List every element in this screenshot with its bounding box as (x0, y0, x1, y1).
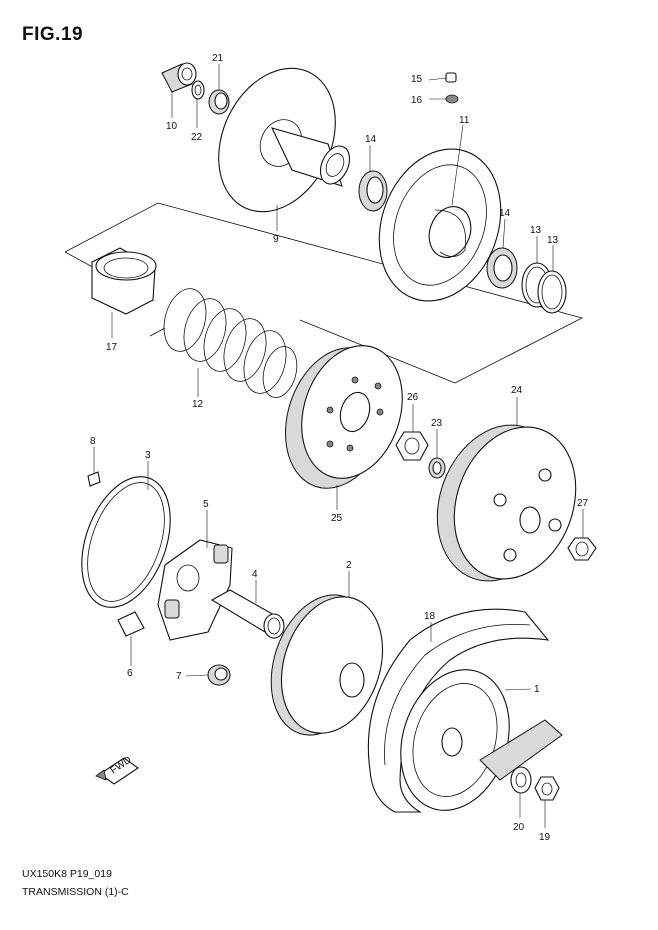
part-11-driven-face[interactable] (359, 132, 521, 318)
leader-lines (93, 64, 584, 828)
callout-6: 6 (127, 668, 133, 679)
callout-5: 5 (203, 499, 209, 510)
part-10-needle-bearing[interactable] (161, 62, 197, 93)
callout-1: 1 (534, 684, 540, 695)
callout-10: 10 (166, 121, 178, 132)
part-1-fan-drive-face[interactable] (383, 655, 563, 824)
section-title: TRANSMISSION (1)-C (22, 886, 129, 898)
callout-26: 26 (407, 392, 419, 403)
part-14-bearing-lower[interactable] (486, 247, 518, 289)
callout-21: 21 (212, 53, 224, 64)
part-6-clip[interactable] (117, 611, 145, 637)
assembly-outline (64, 202, 584, 384)
part-15-pin[interactable] (445, 72, 457, 83)
part-16-slider[interactable] (445, 94, 459, 104)
part-19-nut[interactable] (534, 776, 560, 801)
callout-12: 12 (192, 399, 204, 410)
callout-14-upper: 14 (365, 134, 377, 145)
part-9-movable-drive-face[interactable] (196, 49, 357, 231)
figure-title: FIG.19 (22, 24, 84, 45)
part-8-screw[interactable] (87, 471, 101, 487)
part-4-sleeve[interactable] (210, 589, 285, 639)
part-7-collar[interactable] (207, 664, 231, 686)
callout-labels: 21 10 22 9 15 16 11 14 14 13 13 17 12 26… (90, 53, 589, 843)
callout-8: 8 (90, 436, 96, 447)
part-17-spring-seat[interactable] (91, 247, 157, 315)
callout-13-a: 13 (530, 225, 542, 236)
part-22-o-ring[interactable] (191, 80, 205, 100)
callout-25: 25 (331, 513, 343, 524)
part-5-ramp-plate[interactable] (157, 539, 233, 641)
callout-4: 4 (252, 569, 258, 580)
part-3-seal-ring[interactable] (65, 464, 187, 619)
callout-17: 17 (106, 342, 118, 353)
callout-9: 9 (273, 234, 279, 245)
callout-27: 27 (577, 498, 589, 509)
part-18-v-belt[interactable] (367, 608, 550, 813)
callout-24: 24 (511, 385, 523, 396)
callout-23: 23 (431, 418, 443, 429)
callout-15: 15 (411, 74, 423, 85)
callout-14-lower: 14 (499, 208, 511, 219)
model-code: UX150K8 P19_019 (22, 868, 112, 880)
fwd-arrow-icon: FWD (95, 755, 139, 785)
part-23-spacer[interactable] (428, 457, 446, 479)
callout-3: 3 (145, 450, 151, 461)
callout-19: 19 (539, 832, 551, 843)
part-21-bearing[interactable] (208, 89, 230, 115)
part-12-spring[interactable] (149, 284, 302, 401)
callout-16: 16 (411, 95, 423, 106)
part-26-nut[interactable] (395, 431, 429, 461)
callout-20: 20 (513, 822, 525, 833)
part-27-nut[interactable] (567, 537, 597, 561)
part-20-washer[interactable] (510, 766, 532, 794)
callout-22: 22 (191, 132, 203, 143)
callout-7: 7 (176, 671, 182, 682)
part-2-drive-face[interactable] (254, 582, 399, 749)
part-13-circlip-b[interactable] (537, 270, 567, 314)
part-14-bearing-upper[interactable] (358, 170, 388, 212)
callout-11: 11 (459, 115, 470, 126)
callout-13-b: 13 (547, 235, 559, 246)
callout-18: 18 (424, 611, 436, 622)
part-25-clutch-shoe-assembly[interactable] (268, 332, 418, 501)
callout-2: 2 (346, 560, 352, 571)
part-24-clutch-housing[interactable] (416, 407, 596, 598)
